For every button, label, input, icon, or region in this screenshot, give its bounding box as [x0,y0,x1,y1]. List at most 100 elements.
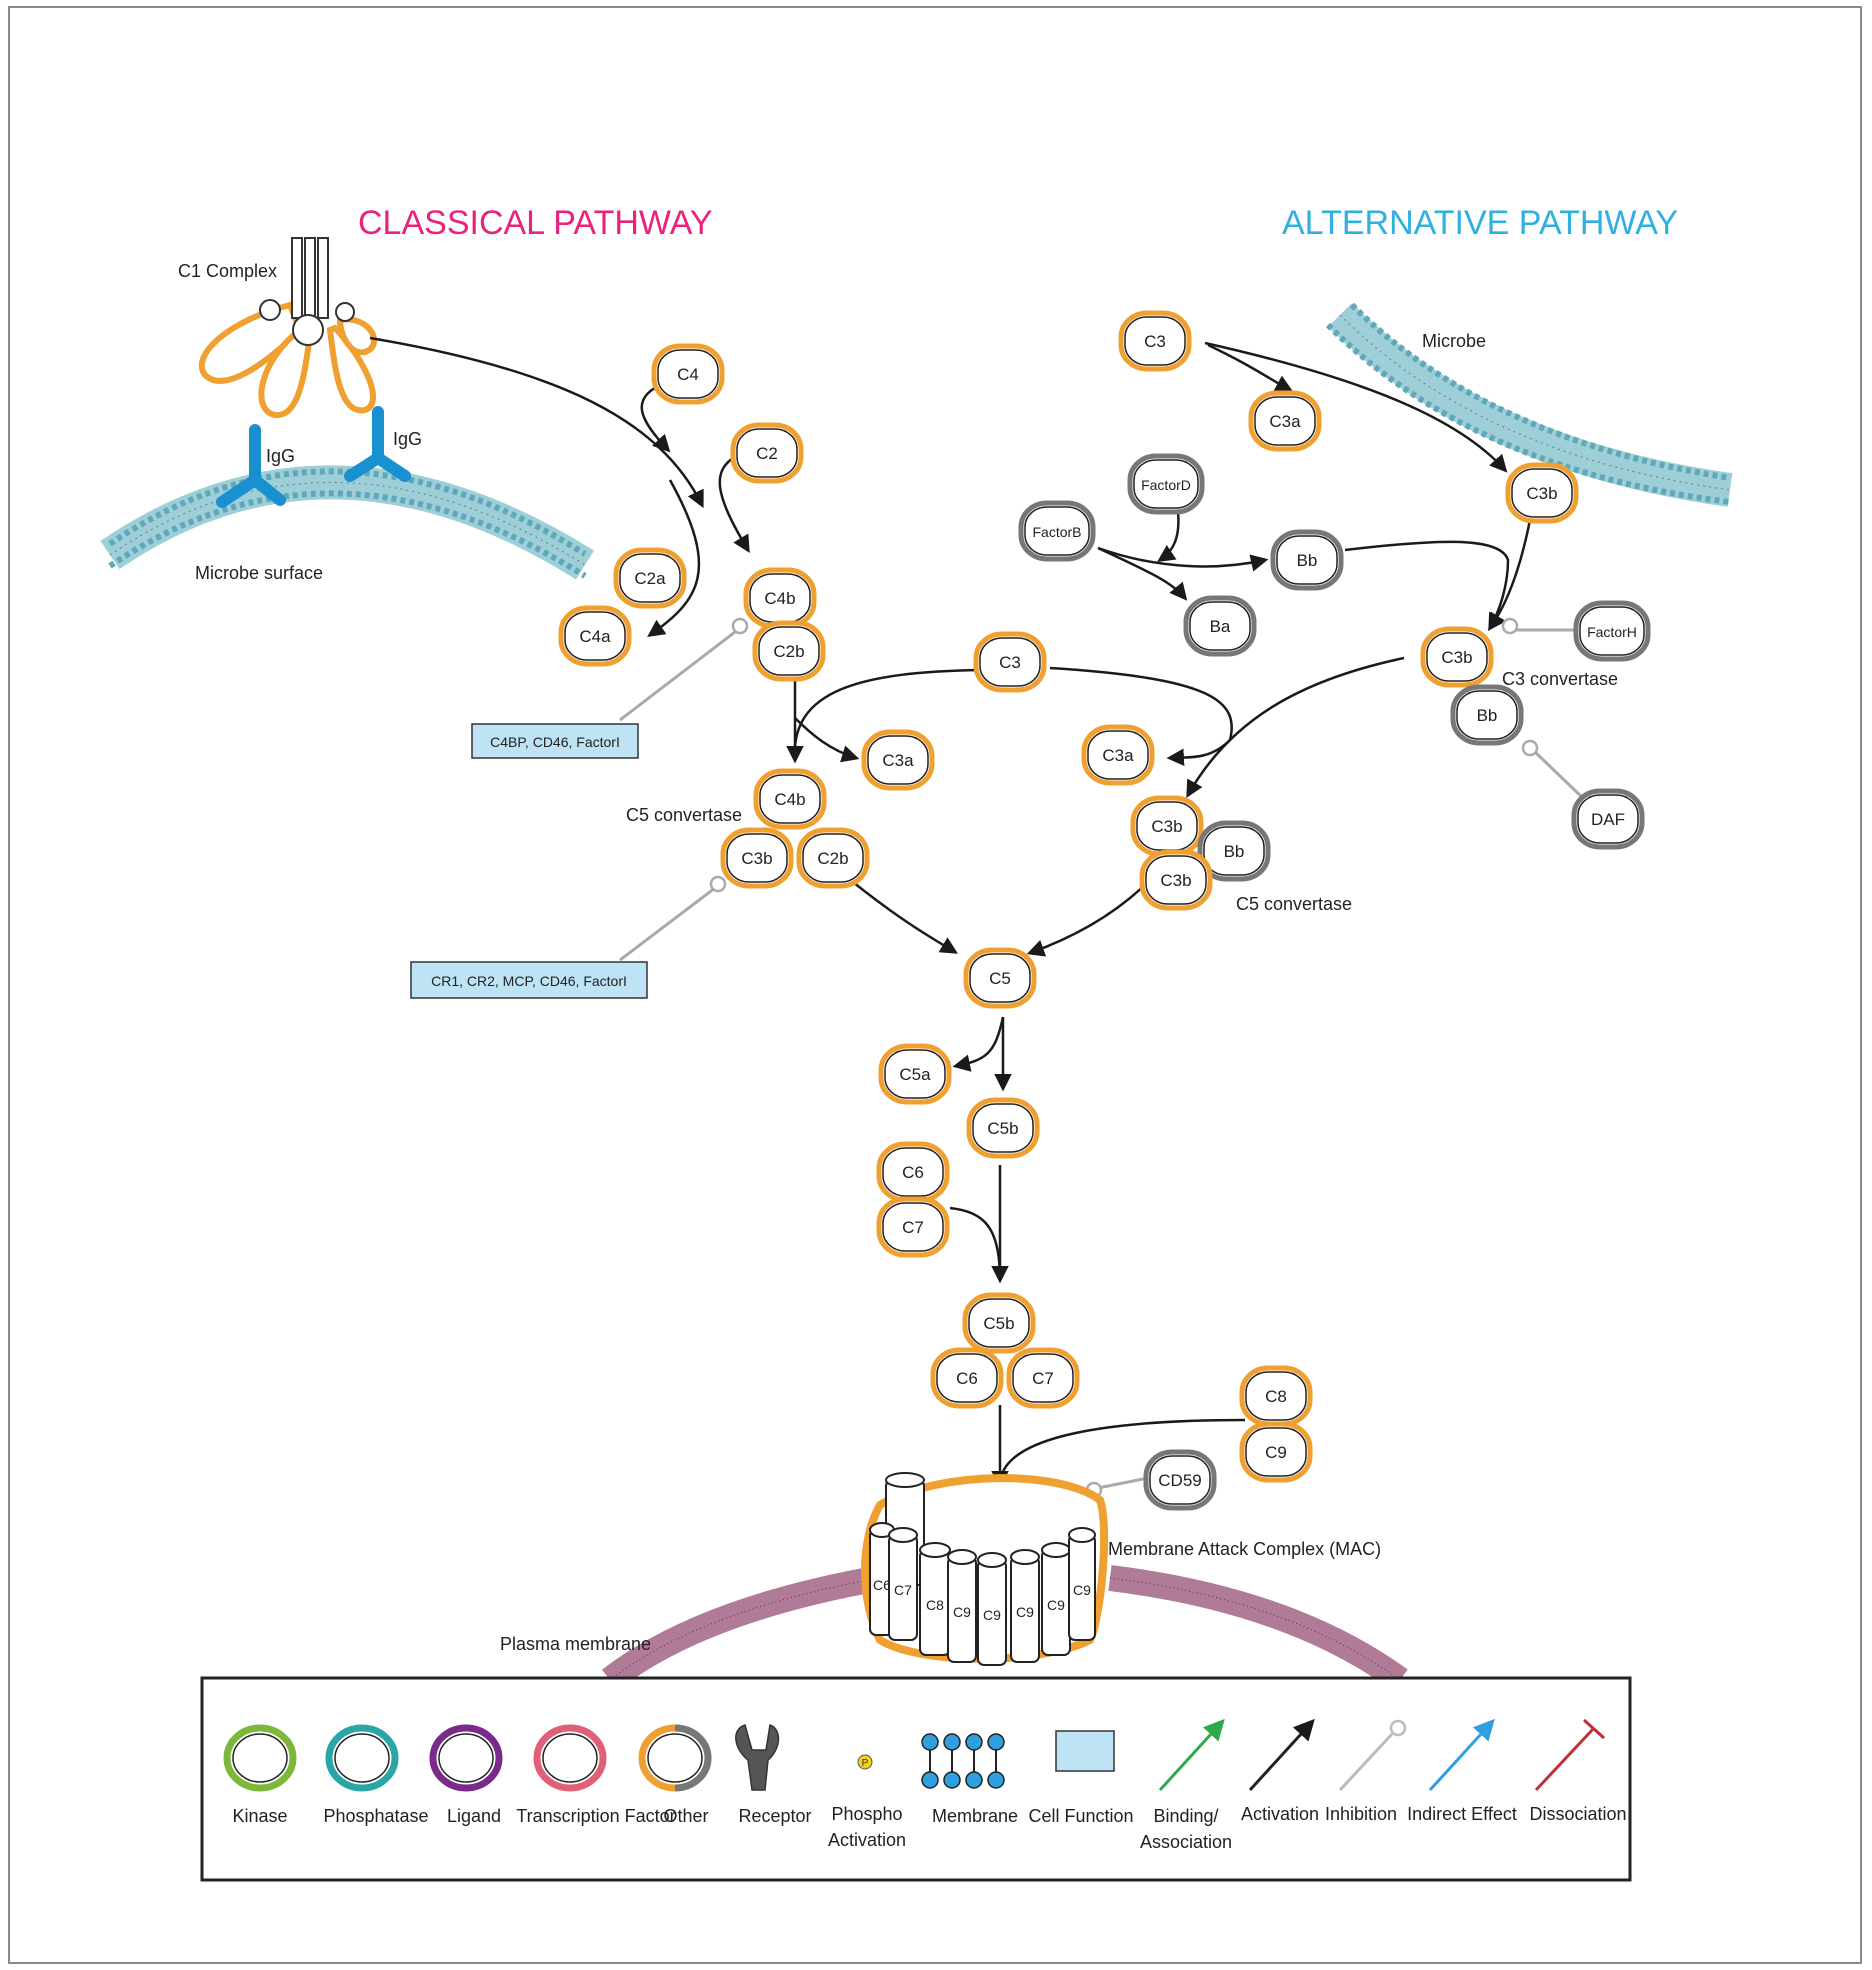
node-c5b: C5b [966,1097,1040,1159]
node-c2b-2-label: C2b [817,849,848,868]
legend-phospho-1-label: Phospho [831,1804,902,1824]
node-c3a-alt: C3a [1248,390,1322,452]
legend-cell-function-label: Cell Function [1028,1806,1133,1826]
c5-convertase-left-label: C5 convertase [626,805,742,825]
igg-label-right: IgG [393,429,422,449]
mac-part-c8-label: C8 [926,1597,944,1613]
legend-phosphatase-label: Phosphatase [323,1806,428,1826]
node-c3-mid: C3 [973,631,1047,693]
legend-binding-1-label: Binding/ [1153,1806,1218,1826]
node-c4b-2: C4b [753,768,827,830]
node-bb-1: Bb [1270,529,1344,591]
node-c6: C6 [876,1141,950,1203]
legend-dissociation-line [1534,1726,1596,1792]
node-c5b-2: C5b [962,1292,1036,1354]
node-c3a-alt-label: C3a [1269,412,1301,431]
node-c5a: C5a [878,1043,952,1105]
mac-part-c9e: C9 [1068,1527,1096,1641]
legend-inhibition-line [1338,1732,1394,1792]
legend-indirect-effect-label: Indirect Effect [1407,1804,1517,1824]
mac-part-c9c: C9 [1010,1549,1040,1663]
node-c3-alt: C3 [1118,310,1192,372]
node-c3-alt-label: C3 [1144,332,1166,351]
legend-binding-glyph [1158,1718,1225,1792]
node-c5a-label: C5a [899,1065,931,1084]
node-c9: C9 [1239,1421,1313,1483]
mac-part-c9d-label: C9 [1047,1597,1065,1613]
mac-label: Membrane Attack Complex (MAC) [1108,1539,1381,1559]
node-c4a-label: C4a [579,627,611,646]
node-c5-label: C5 [989,969,1011,988]
legend-phospho-glyph [857,1754,873,1770]
c5-convertase-right-label: C5 convertase [1236,894,1352,914]
legend-binding-2-label: Association [1140,1832,1232,1852]
mac-cylinders: C5bC6C7C8C9C9C9C9C9 [869,1472,1096,1666]
node-c3a-right-label: C3a [1102,746,1134,765]
legend-receptor-glyph [735,1723,780,1791]
node-c7-2: C7 [1006,1347,1080,1409]
mac-part-c6-label: C6 [873,1577,891,1593]
mac-part-c9a-label: C9 [953,1604,971,1620]
legend-other-glyph [638,1724,712,1792]
node-daf: DAF [1571,788,1645,850]
legend-kinase-glyph [223,1724,297,1792]
node-c3b-conv-label: C3b [1441,648,1472,667]
legend-items: Kinase Phosphatase Ligand Transcription Fac… [223,1718,1627,1852]
node-c7-label: C7 [902,1218,924,1237]
node-c4-label: C4 [677,365,699,384]
node-factor-d-label: FactorD [1141,477,1191,493]
node-c2: C2 [730,422,804,484]
node-factor-d: FactorD [1127,453,1205,515]
node-c5b-label: C5b [987,1119,1018,1138]
node-c3b-mem: C3b [1505,462,1579,524]
node-daf-label: DAF [1591,810,1625,829]
node-c8: C8 [1239,1365,1313,1427]
legend-cell-function-glyph [1055,1730,1115,1772]
node-bb-conv: Bb [1450,684,1524,746]
c1-complex-graphic [198,237,378,419]
node-c3b-mem-label: C3b [1526,484,1557,503]
legend-indirect-glyph [1428,1718,1495,1792]
node-cd59: CD59 [1143,1449,1217,1511]
node-c3b-r2: C3b [1139,849,1213,911]
legend-dissociation-label: Dissociation [1529,1804,1626,1824]
node-factor-b-label: FactorB [1032,524,1081,540]
legend-dissociation-bar [1582,1718,1606,1740]
legend-phosphatase-glyph [325,1724,399,1792]
node-c2b-1-label: C2b [773,642,804,661]
node-c8-label: C8 [1265,1387,1287,1406]
node-c5: C5 [963,947,1037,1009]
node-c3b-r1: C3b [1130,795,1204,857]
legend-ligand-label: Ligand [447,1806,501,1826]
legend-kinase-label: Kinase [232,1806,287,1826]
igg-antibody-right [344,406,411,482]
inhibitor-box-c4bp: C4BP, CD46, FactorI [471,723,639,759]
node-bb-r-label: Bb [1224,842,1245,861]
node-c7: C7 [876,1196,950,1258]
node-c3b-l-label: C3b [741,849,772,868]
node-bb-r: Bb [1197,820,1271,882]
node-c3b-conv: C3b [1420,626,1494,688]
inhibitor-box-cr-text: CR1, CR2, MCP, CD46, FactorI [431,973,627,989]
igg-antibody-left [216,424,286,508]
node-c2a-label: C2a [634,569,666,588]
node-c3b-l: C3b [720,827,794,889]
mac-part-c7-label: C7 [894,1582,912,1598]
node-bb-conv-label: Bb [1477,706,1498,725]
node-factor-h: FactorH [1573,600,1651,662]
legend-membrane-label: Membrane [932,1806,1018,1826]
legend-transcription-factor-label: Transcription Factor [516,1806,675,1826]
node-c4b-2-label: C4b [774,790,805,809]
node-c3a-left-label: C3a [882,751,914,770]
node-c2-label: C2 [756,444,778,463]
legend-receptor-label: Receptor [738,1806,811,1826]
mac-part-c9a: C9 [947,1549,977,1663]
inhibitor-box-c4bp-text: C4BP, CD46, FactorI [490,734,620,750]
node-c3b-r2-label: C3b [1160,871,1191,890]
microbe-surface-label: Microbe surface [195,563,323,583]
node-c4b-1: C4b [743,567,817,629]
microbe-surface-membrane [100,465,595,580]
plasma-membrane [602,1565,1408,1691]
